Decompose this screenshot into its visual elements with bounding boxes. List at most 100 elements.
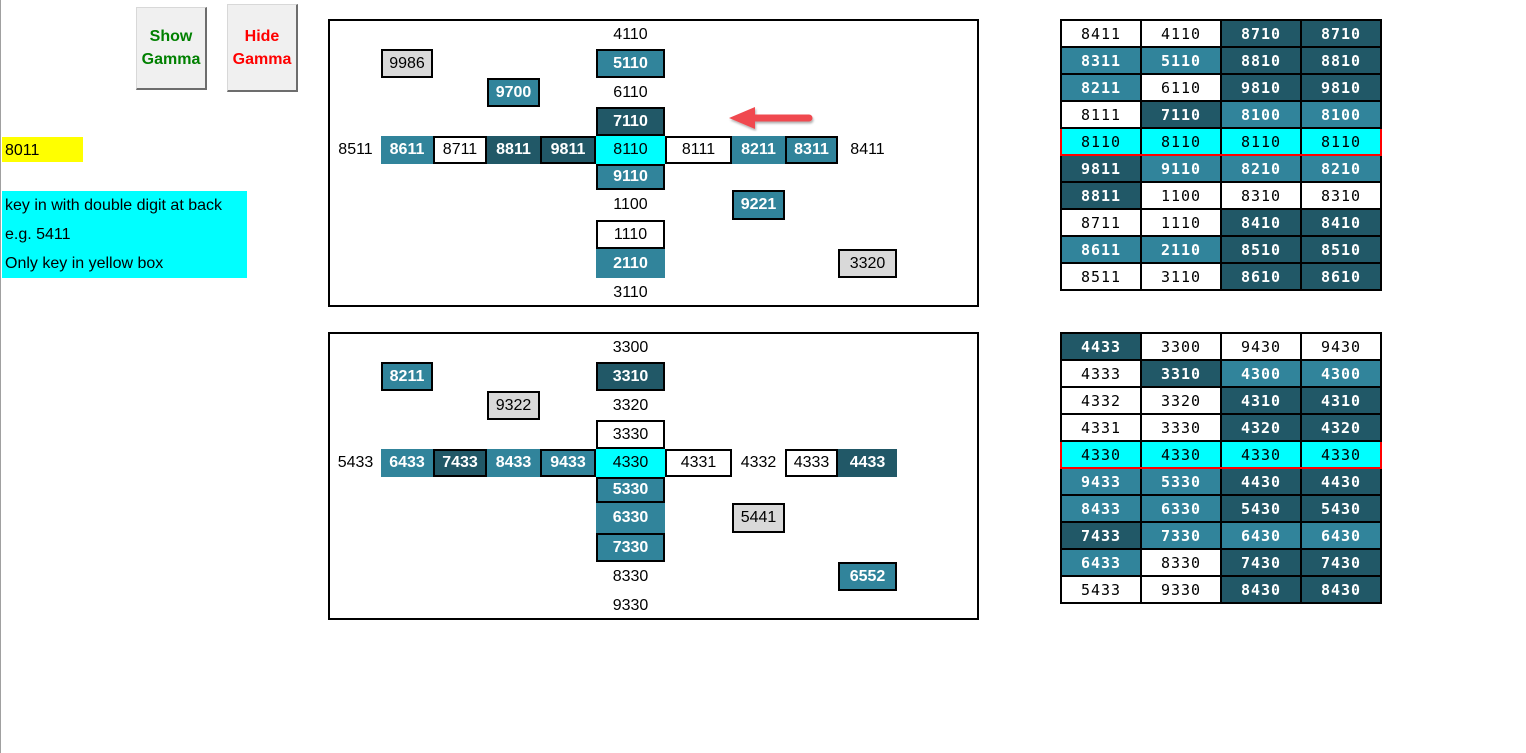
table-cell[interactable]: 8510 <box>1300 235 1382 264</box>
table-cell[interactable]: 4332 <box>1060 386 1142 415</box>
cross-cell[interactable]: 9330 <box>612 596 649 614</box>
table-cell[interactable]: 8710 <box>1300 19 1382 48</box>
extra-cell[interactable]: 9700 <box>487 78 540 107</box>
cross-cell[interactable]: 9433 <box>540 449 596 477</box>
table-cell[interactable]: 9810 <box>1300 73 1382 102</box>
table-cell[interactable]: 5330 <box>1140 467 1222 496</box>
table-cell[interactable]: 4330 <box>1300 440 1382 469</box>
table-cell[interactable]: 8110 <box>1060 127 1142 156</box>
table-cell[interactable]: 4430 <box>1300 467 1382 496</box>
cross-cell[interactable]: 6433 <box>381 449 433 477</box>
cross-cell[interactable]: 3320 <box>612 396 649 414</box>
table-cell[interactable]: 8211 <box>1060 73 1142 102</box>
cross-cell[interactable]: 7433 <box>433 449 487 477</box>
table-cell[interactable]: 1100 <box>1140 181 1222 210</box>
table-cell[interactable]: 1110 <box>1140 208 1222 237</box>
table-cell[interactable]: 8511 <box>1060 262 1142 291</box>
table-cell[interactable]: 4330 <box>1140 440 1222 469</box>
table-cell[interactable]: 3330 <box>1140 413 1222 442</box>
cross-cell[interactable]: 5330 <box>596 477 665 503</box>
table-cell[interactable]: 8610 <box>1220 262 1302 291</box>
table-cell[interactable]: 4310 <box>1220 386 1302 415</box>
table-cell[interactable]: 9430 <box>1220 332 1302 361</box>
table-cell[interactable]: 4300 <box>1220 359 1302 388</box>
table-cell[interactable]: 5430 <box>1300 494 1382 523</box>
table-cell[interactable]: 8810 <box>1220 46 1302 75</box>
table-cell[interactable]: 6110 <box>1140 73 1222 102</box>
table-cell[interactable]: 8711 <box>1060 208 1142 237</box>
show-gamma-button[interactable]: Show Gamma <box>136 7 207 90</box>
table-cell[interactable]: 8610 <box>1300 262 1382 291</box>
cross-cell[interactable]: 4110 <box>613 25 648 43</box>
extra-cell[interactable]: 3320 <box>838 249 897 278</box>
table-cell[interactable]: 8110 <box>1220 127 1302 156</box>
cross-cell[interactable]: 8330 <box>612 567 649 585</box>
table-cell[interactable]: 5110 <box>1140 46 1222 75</box>
cross-cell[interactable]: 8411 <box>850 141 885 158</box>
table-cell[interactable]: 8810 <box>1300 46 1382 75</box>
table-cell[interactable]: 3310 <box>1140 359 1222 388</box>
cross-cell[interactable]: 7330 <box>596 533 665 562</box>
cross-cell[interactable]: 4332 <box>740 454 777 471</box>
cross-center-cell[interactable]: 8110 <box>596 136 665 164</box>
table-cell[interactable]: 8110 <box>1140 127 1222 156</box>
extra-cell[interactable]: 6552 <box>838 562 897 591</box>
cross-cell[interactable]: 1100 <box>613 196 648 213</box>
table-cell[interactable]: 8710 <box>1220 19 1302 48</box>
table-cell[interactable]: 4430 <box>1220 467 1302 496</box>
cross-cell[interactable]: 3330 <box>596 420 665 449</box>
cross-cell[interactable]: 9110 <box>596 164 665 190</box>
table-cell[interactable]: 4300 <box>1300 359 1382 388</box>
table-cell[interactable]: 3320 <box>1140 386 1222 415</box>
cross-cell[interactable]: 1110 <box>596 220 665 249</box>
table-cell[interactable]: 8411 <box>1060 19 1142 48</box>
table-cell[interactable]: 6330 <box>1140 494 1222 523</box>
table-cell[interactable]: 4433 <box>1060 332 1142 361</box>
cross-cell[interactable]: 9811 <box>540 136 596 164</box>
table-cell[interactable]: 4310 <box>1300 386 1382 415</box>
table-cell[interactable]: 7330 <box>1140 521 1222 550</box>
hide-gamma-button[interactable]: Hide Gamma <box>227 4 298 92</box>
cross-cell[interactable]: 3110 <box>613 283 648 301</box>
table-cell[interactable]: 8410 <box>1300 208 1382 237</box>
cross-cell[interactable]: 7110 <box>596 107 665 136</box>
cross-cell[interactable]: 8211 <box>732 136 785 164</box>
table-cell[interactable]: 8111 <box>1060 100 1142 129</box>
table-cell[interactable]: 8430 <box>1300 575 1382 604</box>
table-cell[interactable]: 6430 <box>1300 521 1382 550</box>
cross-cell[interactable]: 4333 <box>785 449 838 477</box>
table-cell[interactable]: 8210 <box>1220 154 1302 183</box>
cross-center-cell[interactable]: 4330 <box>596 449 665 477</box>
table-cell[interactable]: 8611 <box>1060 235 1142 264</box>
cross-cell[interactable]: 8311 <box>785 136 838 164</box>
table-cell[interactable]: 4333 <box>1060 359 1142 388</box>
table-cell[interactable]: 8433 <box>1060 494 1142 523</box>
extra-cell[interactable]: 9322 <box>487 391 540 420</box>
table-cell[interactable]: 2110 <box>1140 235 1222 264</box>
table-cell[interactable]: 4331 <box>1060 413 1142 442</box>
cross-cell[interactable]: 2110 <box>596 249 665 278</box>
table-cell[interactable]: 5433 <box>1060 575 1142 604</box>
cross-cell[interactable]: 3310 <box>596 362 665 391</box>
table-cell[interactable]: 8330 <box>1140 548 1222 577</box>
cross-cell[interactable]: 8811 <box>487 136 540 164</box>
table-cell[interactable]: 3110 <box>1140 262 1222 291</box>
table-cell[interactable]: 4320 <box>1300 413 1382 442</box>
table-cell[interactable]: 9330 <box>1140 575 1222 604</box>
cross-cell[interactable]: 8511 <box>338 141 373 158</box>
table-cell[interactable]: 6430 <box>1220 521 1302 550</box>
table-cell[interactable]: 4110 <box>1140 19 1222 48</box>
table-cell[interactable]: 8311 <box>1060 46 1142 75</box>
table-cell[interactable]: 9433 <box>1060 467 1142 496</box>
cross-cell[interactable]: 8711 <box>433 136 487 164</box>
extra-cell[interactable]: 8211 <box>381 362 433 391</box>
table-cell[interactable]: 8310 <box>1300 181 1382 210</box>
table-cell[interactable]: 8100 <box>1300 100 1382 129</box>
table-cell[interactable]: 7430 <box>1220 548 1302 577</box>
cross-cell[interactable]: 6110 <box>613 83 648 101</box>
cross-cell[interactable]: 3300 <box>612 338 649 356</box>
cross-cell[interactable]: 5433 <box>337 454 374 471</box>
table-cell[interactable]: 8510 <box>1220 235 1302 264</box>
cross-cell[interactable]: 4331 <box>665 449 732 477</box>
table-cell[interactable]: 9810 <box>1220 73 1302 102</box>
